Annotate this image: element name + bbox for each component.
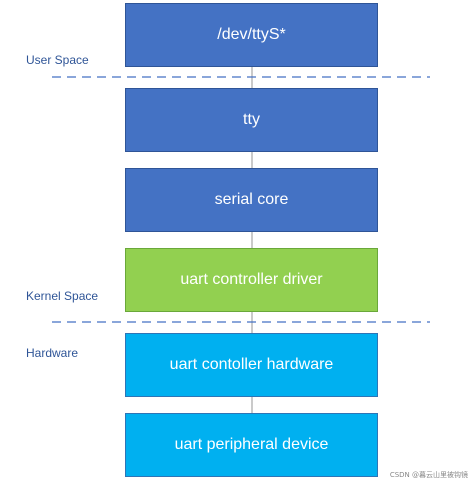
watermark-text: CSDN @暮云山里被钩镜	[389, 471, 468, 479]
kernel-space-label: Kernel Space	[26, 289, 99, 303]
layer-uart-controller-driver: uart controller driver	[125, 248, 378, 312]
layer-serial-core-label: serial core	[214, 191, 289, 208]
layer-uart-controller-hardware-label: uart contoller hardware	[169, 356, 334, 373]
layer-uart-controller-hardware: uart contoller hardware	[125, 333, 378, 397]
layer-dev-ttys-label: /dev/ttyS*	[217, 26, 286, 43]
layer-uart-peripheral-device-label: uart peripheral device	[174, 436, 329, 453]
layer-serial-core: serial core	[125, 168, 378, 232]
layer-uart-controller-driver-label: uart controller driver	[180, 271, 323, 288]
layer-tty-label: tty	[243, 111, 260, 128]
hardware-label: Hardware	[26, 346, 79, 360]
layer-dev-ttys: /dev/ttyS*	[125, 3, 378, 67]
layer-uart-peripheral-device: uart peripheral device	[125, 413, 378, 477]
user-space-label: User Space	[26, 53, 89, 67]
layer-tty: tty	[125, 88, 378, 152]
